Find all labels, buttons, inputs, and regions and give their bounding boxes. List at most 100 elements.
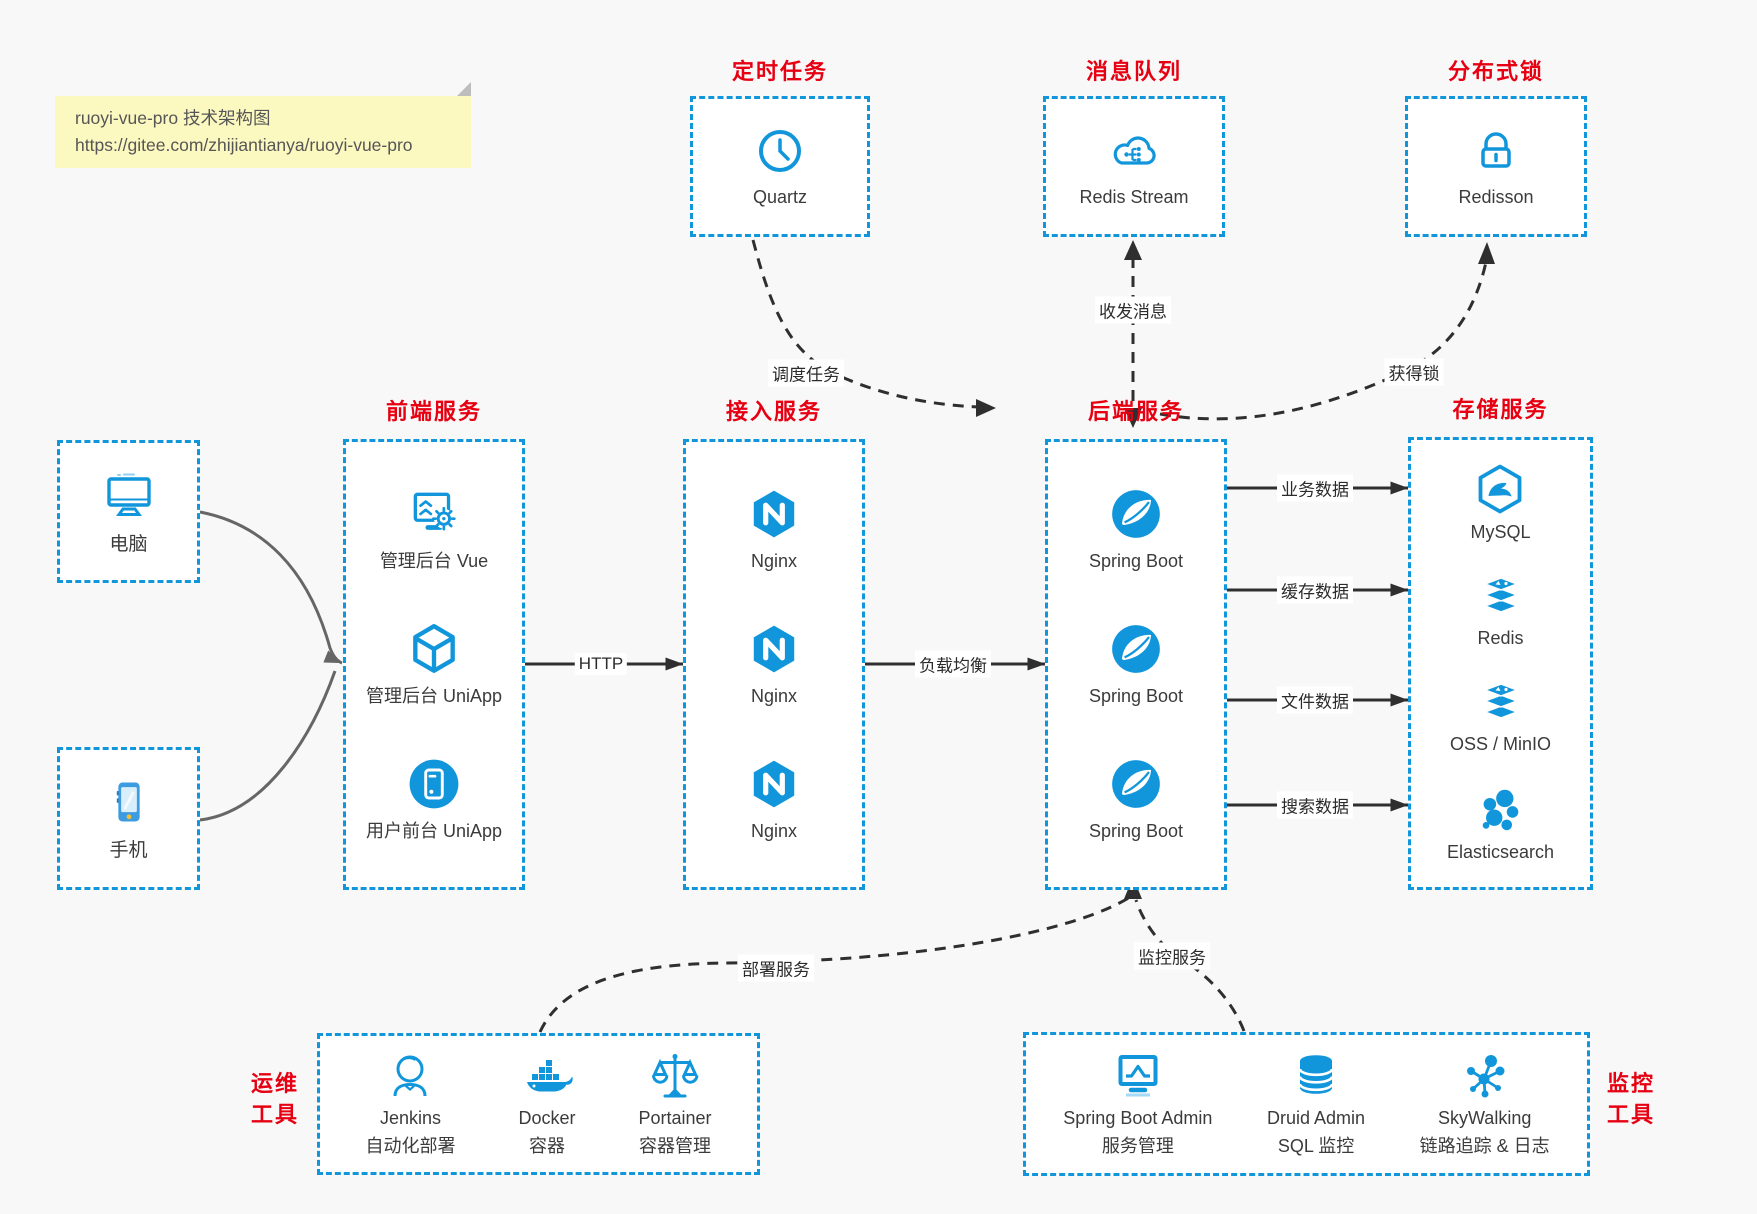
nginx-icon bbox=[753, 625, 795, 672]
edge-lock-arrowhead bbox=[1478, 242, 1495, 264]
nginx-node-3: Nginx bbox=[746, 756, 802, 844]
spring-boot-label: Spring Boot bbox=[1088, 550, 1184, 571]
pc-node: 电脑 bbox=[100, 468, 158, 556]
spring-boot-admin-sublabel: 服务管理 bbox=[1101, 1136, 1174, 1156]
druid-sublabel: SQL 监控 bbox=[1277, 1136, 1355, 1156]
skywalking-sublabel: 链路追踪 & 日志 bbox=[1419, 1136, 1550, 1156]
portainer-label: Portainer bbox=[638, 1108, 712, 1128]
jenkins-node: Jenkins 自动化部署 bbox=[365, 1049, 455, 1159]
spring-boot-node-2: Spring Boot bbox=[1089, 621, 1183, 709]
message-queue-title: 消息队列 bbox=[1085, 59, 1182, 84]
phone-box: 手机 bbox=[57, 747, 200, 890]
edge-label-deploy-service: 部署服务 bbox=[738, 954, 814, 982]
spring-boot-label: Spring Boot bbox=[1088, 685, 1184, 706]
access-box: Nginx Nginx Nginx bbox=[683, 439, 865, 890]
sticky-note: ruoyi-vue-pro 技术架构图 https://gitee.com/zh… bbox=[55, 82, 471, 168]
phone-node: 手机 bbox=[104, 776, 154, 862]
edge-label-load-balance: 负载均衡 bbox=[915, 650, 991, 678]
jenkins-sublabel: 自动化部署 bbox=[365, 1136, 456, 1156]
edge-label-monitor-service: 监控服务 bbox=[1134, 942, 1210, 970]
access-title: 接入服务 bbox=[725, 399, 822, 424]
edge-label-business-data: 业务数据 bbox=[1277, 474, 1353, 502]
edge-label-search-data: 搜索数据 bbox=[1277, 791, 1353, 819]
mysql-node: MySQL bbox=[1470, 462, 1531, 545]
ops-tools-label: 运维 工具 bbox=[251, 1071, 300, 1127]
pc-box: 电脑 bbox=[57, 440, 200, 583]
spring-boot-admin-label: Spring Boot Admin bbox=[1063, 1108, 1213, 1128]
portainer-icon bbox=[651, 1054, 699, 1098]
skywalking-icon bbox=[1466, 1055, 1505, 1098]
redisson-box: Redisson bbox=[1405, 96, 1587, 237]
oss-label: OSS / MinIO bbox=[1449, 734, 1552, 755]
nginx-node-1: Nginx bbox=[746, 486, 802, 574]
note-fold-corner bbox=[457, 82, 471, 96]
elasticsearch-node: Elasticsearch bbox=[1447, 784, 1554, 865]
skywalking-node: SkyWalking 链路追踪 & 日志 bbox=[1420, 1049, 1550, 1159]
frontend-title: 前端服务 bbox=[385, 399, 482, 424]
portainer-sublabel: 容器管理 bbox=[638, 1136, 711, 1156]
elasticsearch-label: Elasticsearch bbox=[1446, 842, 1555, 863]
quartz-box: Quartz bbox=[690, 96, 870, 237]
edge-label-http: HTTP bbox=[574, 653, 628, 675]
mysql-label: MySQL bbox=[1470, 521, 1531, 542]
docker-icon bbox=[526, 1060, 573, 1092]
docker-node: Docker 容器 bbox=[518, 1049, 575, 1159]
nginx-label: Nginx bbox=[750, 685, 798, 706]
storage-title: 存储服务 bbox=[1452, 397, 1549, 422]
docker-sublabel: 容器 bbox=[528, 1136, 565, 1156]
quartz-label: Quartz bbox=[752, 186, 808, 207]
docker-label: Docker bbox=[518, 1108, 576, 1128]
redisson-node: Redisson bbox=[1458, 124, 1534, 210]
spring-boot-icon bbox=[1112, 624, 1160, 673]
druid-icon bbox=[1298, 1055, 1334, 1094]
nginx-icon bbox=[753, 760, 795, 807]
edge-label-acquire-lock: 获得锁 bbox=[1384, 358, 1444, 386]
quartz-node: Quartz bbox=[753, 124, 807, 210]
oss-node: OSS / MinIO bbox=[1450, 678, 1551, 757]
storage-box: MySQL Redis bbox=[1408, 437, 1593, 890]
mysql-icon bbox=[1479, 464, 1522, 514]
druid-node: Druid Admin SQL 监控 bbox=[1267, 1049, 1365, 1159]
ops-box: Jenkins 自动化部署 Docker 容器 bbox=[317, 1033, 760, 1175]
user-uniapp-node: 用户前台 UniApp bbox=[366, 756, 502, 844]
monitor-box: Spring Boot Admin 服务管理 Druid Admin SQL 监… bbox=[1023, 1032, 1590, 1176]
oss-icon bbox=[1482, 683, 1519, 719]
edge-msg-arrowhead-up bbox=[1124, 240, 1142, 260]
portainer-node: Portainer 容器管理 bbox=[638, 1049, 711, 1159]
edge-phone-to-frontend bbox=[199, 670, 337, 822]
user-uniapp-label: 用户前台 UniApp bbox=[365, 820, 503, 841]
backend-title: 后端服务 bbox=[1087, 399, 1184, 424]
nginx-icon bbox=[753, 490, 795, 537]
spring-boot-admin-icon bbox=[1118, 1055, 1158, 1097]
admin-vue-node: 管理后台 Vue bbox=[380, 486, 488, 574]
edge-label-schedule-task: 调度任务 bbox=[768, 359, 844, 387]
monitor-tools-label: 监控 工具 bbox=[1607, 1071, 1656, 1127]
edge-deploy-service bbox=[538, 895, 1131, 1033]
admin-uniapp-node: 管理后台 UniApp bbox=[366, 621, 502, 709]
admin-uniapp-label: 管理后台 UniApp bbox=[365, 685, 503, 706]
spring-boot-admin-node: Spring Boot Admin 服务管理 bbox=[1063, 1049, 1212, 1159]
redisson-label: Redisson bbox=[1458, 186, 1534, 207]
nginx-node-2: Nginx bbox=[746, 621, 802, 709]
jenkins-icon bbox=[393, 1055, 427, 1097]
redis-stream-label: Redis Stream bbox=[1079, 186, 1189, 207]
pc-label: 电脑 bbox=[109, 533, 148, 555]
mobile-app-icon bbox=[409, 759, 459, 808]
druid-label: Druid Admin bbox=[1267, 1108, 1366, 1128]
spring-boot-label: Spring Boot bbox=[1088, 820, 1184, 841]
redis-label: Redis bbox=[1477, 627, 1524, 648]
note-line-1: ruoyi-vue-pro 技术架构图 bbox=[75, 108, 271, 128]
desktop-icon bbox=[106, 473, 151, 516]
edge-pc-to-frontend bbox=[199, 510, 343, 665]
edge-label-cache-data: 缓存数据 bbox=[1277, 576, 1353, 604]
cloud-stream-icon bbox=[1113, 135, 1156, 165]
scheduled-task-title: 定时任务 bbox=[731, 59, 828, 84]
backend-box: Spring Boot Spring Boot Spring Boot bbox=[1045, 439, 1227, 890]
edge-label-send-receive-msg: 收发消息 bbox=[1095, 296, 1171, 324]
lock-icon bbox=[1481, 131, 1511, 168]
elasticsearch-icon bbox=[1483, 790, 1519, 831]
redis-stream-node: Redis Stream bbox=[1079, 124, 1189, 210]
skywalking-label: SkyWalking bbox=[1437, 1108, 1532, 1128]
spring-boot-node-1: Spring Boot bbox=[1089, 486, 1183, 574]
